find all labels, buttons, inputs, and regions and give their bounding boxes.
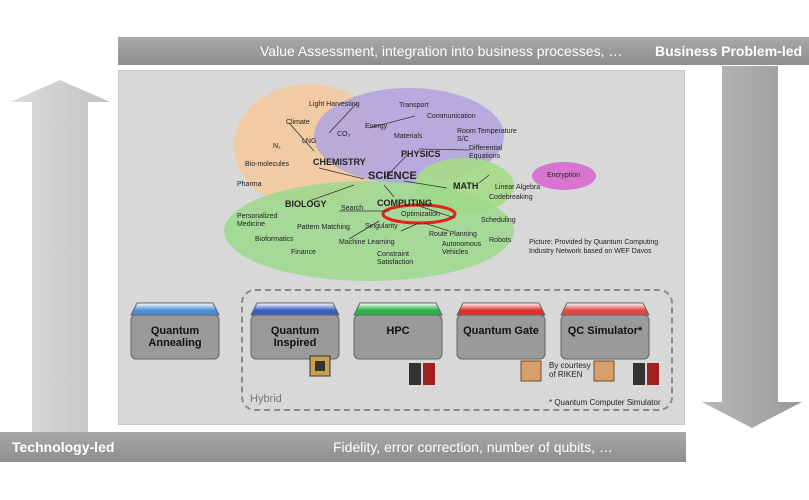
computing-item: Constraint Satisfaction [377, 251, 414, 266]
block-shape [456, 302, 546, 360]
computing-item: Search [341, 205, 364, 212]
up-arrow-icon [10, 80, 110, 432]
math-item: Codebreaking [489, 194, 533, 201]
block-label: HPC [386, 325, 410, 337]
chemistry-item: N₂ [273, 143, 281, 150]
science-map [224, 84, 596, 281]
main-panel: SCIENCE CHEMISTRY Light Harvesting Clima… [118, 70, 685, 425]
physics-item: Communication [427, 113, 476, 120]
block-label: QC Simulator* [567, 325, 643, 337]
computing-item: Route Planning [429, 231, 477, 238]
computing-label: COMPUTING [377, 198, 432, 208]
computing-item: Robots [489, 237, 512, 244]
server-icon [633, 363, 659, 385]
computing-item: Pattern Matching [297, 224, 350, 231]
chemistry-item: LNG [302, 138, 317, 145]
physics-item: Materials [394, 133, 423, 140]
chemistry-item: Bio-molecules [245, 161, 289, 168]
bottom-bar: Technology-led Fidelity, error correctio… [0, 432, 686, 462]
top-bar-text: Value Assessment, integration into busin… [260, 43, 623, 59]
block-shape [353, 302, 443, 360]
computing-item: Machine Learning [339, 239, 395, 246]
chemistry-item: Climate [286, 119, 310, 126]
physics-item: Transport [399, 102, 429, 109]
physics-item: Room Temperature S/C [457, 128, 517, 143]
down-arrow-icon [702, 66, 802, 428]
hardware-block: QC Simulator* [559, 299, 651, 363]
chemistry-item: Light Harvesting [309, 101, 360, 108]
footnote: * Quantum Computer Simulator [549, 398, 661, 407]
block-label: Quantum Gate [463, 325, 539, 337]
science-label: SCIENCE [368, 170, 417, 182]
hardware-block: HPC [352, 299, 444, 363]
server-icon [409, 363, 435, 385]
biology-item: Bioformatics [255, 236, 294, 243]
computing-item: Singularity [365, 223, 398, 230]
hardware-block: Quantum Gate [455, 299, 547, 363]
chemistry-item: Energy [365, 123, 388, 130]
hardware-block: Quantum Annealing [129, 299, 221, 363]
hardware-block: Quantum Inspired [249, 299, 341, 363]
computing-item: Finance [291, 249, 316, 256]
riken-credit: By courtesy of RIKEN [549, 361, 591, 379]
computing-item: Scheduling [481, 217, 516, 224]
block-shape [560, 302, 650, 360]
block-shape [250, 302, 340, 360]
science-map-labels: SCIENCE CHEMISTRY Light Harvesting Clima… [119, 71, 684, 286]
physics-item: Differential Equations [469, 145, 503, 160]
chemistry-label: CHEMISTRY [313, 157, 366, 167]
bottom-bar-text: Fidelity, error correction, number of qu… [333, 439, 613, 455]
math-label: MATH [453, 181, 479, 191]
hybrid-label: Hybrid [250, 393, 282, 405]
chip-icon [520, 360, 542, 382]
block-label: Quantum Inspired [270, 325, 320, 349]
physics-label: PHYSICS [401, 149, 441, 159]
block-shape [130, 302, 220, 360]
math-item: Linear Algebra [495, 184, 541, 191]
biology-label: BIOLOGY [285, 199, 327, 209]
chip-icon [309, 355, 331, 377]
computing-item: Optimization [401, 211, 440, 218]
chemistry-item: CO₂ [337, 131, 351, 138]
block-label: Quantum Annealing [148, 325, 202, 349]
hybrid-box [241, 289, 673, 411]
chip-icon [593, 360, 615, 382]
picture-credit: Picture: Provided by Quantum Computing I… [529, 239, 659, 255]
biology-item: Personalized Medicine [237, 213, 278, 228]
business-problem-led-label: Business Problem-led [655, 43, 803, 59]
math-item: Encryption [547, 172, 581, 179]
chemistry-item: Pharma [237, 181, 262, 188]
top-bar: Value Assessment, integration into busin… [118, 37, 809, 65]
technology-led-label: Technology-led [12, 439, 115, 455]
computing-item: Autonomous Vehicles [442, 241, 482, 256]
